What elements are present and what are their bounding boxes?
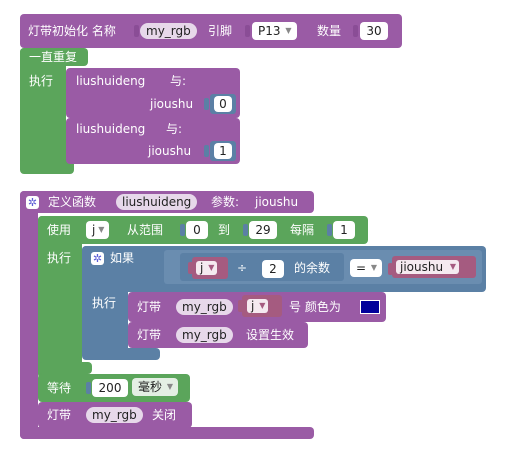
input-tab xyxy=(353,25,358,37)
gear-icon[interactable]: ✲ xyxy=(26,196,39,209)
input-tab xyxy=(327,224,332,236)
from-input[interactable]: 0 xyxy=(186,221,208,239)
function-name-field[interactable]: liushuideng xyxy=(116,194,198,210)
chevron-down-icon: ▼ xyxy=(166,382,174,391)
from-label: 从范围 xyxy=(127,223,164,237)
strip3-label: 灯带 xyxy=(47,408,72,422)
input-tab xyxy=(188,262,193,274)
strip-label: 灯带 xyxy=(137,300,162,314)
strip-init-block[interactable] xyxy=(20,14,402,48)
for-do-label: 执行 xyxy=(47,251,72,265)
forever-label: 一直重复 xyxy=(29,50,78,64)
gear-icon[interactable]: ✲ xyxy=(91,252,104,265)
off-label: 关闭 xyxy=(152,408,177,422)
step-label: 每隔 xyxy=(290,223,315,237)
input-tab xyxy=(238,300,243,312)
input-tab xyxy=(388,263,393,275)
to-label: 到 xyxy=(218,223,231,237)
call-with-label-1: 与: xyxy=(170,74,187,88)
if-arm xyxy=(82,246,128,358)
pin-value: P13 xyxy=(258,24,281,38)
condition-param-dropdown[interactable]: jioushu ▼ xyxy=(394,258,461,276)
call-with-label-2: 与: xyxy=(166,122,183,136)
for-use-label: 使用 xyxy=(47,223,72,237)
pin-dropdown[interactable]: P13 ▼ xyxy=(252,22,297,40)
param-name: jioushu xyxy=(255,195,299,209)
pixel-index-dropdown[interactable]: j▼ xyxy=(245,297,270,315)
call-value-1[interactable]: 0 xyxy=(214,96,232,112)
remainder-variable-value: j xyxy=(200,261,204,275)
strip-name-field-3[interactable]: my_rgb xyxy=(176,327,233,343)
condition-param-value: jioushu xyxy=(400,260,444,274)
for-loop-foot xyxy=(38,362,92,374)
operator-dropdown[interactable]: =▼ xyxy=(350,259,383,277)
forever-do-label: 执行 xyxy=(29,74,54,88)
input-tab xyxy=(245,25,250,37)
define-label: 定义函数 xyxy=(48,195,97,209)
chevron-down-icon: ▼ xyxy=(285,26,292,35)
operator-value: = xyxy=(356,261,367,275)
remainder-label: 的余数 xyxy=(294,261,331,275)
input-tab xyxy=(243,224,248,236)
count-input[interactable]: 30 xyxy=(360,22,388,40)
chevron-down-icon: ▼ xyxy=(370,263,378,272)
count-label: 数量 xyxy=(317,24,342,38)
forever-arm xyxy=(20,48,66,172)
input-tab xyxy=(86,382,91,394)
then-label: 执行 xyxy=(92,296,117,310)
chevron-down-icon: ▼ xyxy=(98,225,105,234)
call-name-1: liushuideng xyxy=(76,74,146,88)
color-label: 号 颜色为 xyxy=(289,300,341,314)
params-label: 参数: xyxy=(211,195,240,209)
wait-unit-dropdown[interactable]: 毫秒▼ xyxy=(132,378,179,396)
wait-label: 等待 xyxy=(47,381,72,395)
wait-unit-value: 毫秒 xyxy=(138,380,163,394)
remainder-variable-dropdown[interactable]: j▼ xyxy=(194,259,219,277)
call-value-2[interactable]: 1 xyxy=(214,143,232,159)
strip2-label: 灯带 xyxy=(137,328,162,342)
call-param-2: jioushu xyxy=(148,144,192,158)
step-input[interactable]: 1 xyxy=(333,221,355,239)
pin-label: 引脚 xyxy=(208,24,233,38)
input-tab xyxy=(158,260,163,272)
input-tab xyxy=(204,98,209,110)
if-label: 如果 xyxy=(110,251,135,265)
strip-init-label: 灯带初始化 名称 xyxy=(28,24,116,38)
strip-name-field-4[interactable]: my_rgb xyxy=(86,407,143,423)
input-tab xyxy=(134,25,139,37)
loop-variable-dropdown[interactable]: j▼ xyxy=(86,221,110,239)
wait-input[interactable]: 200 xyxy=(92,379,128,397)
divisor-input[interactable]: 2 xyxy=(262,260,284,278)
input-tab xyxy=(256,263,261,275)
chevron-down-icon: ▼ xyxy=(259,301,266,310)
color-swatch[interactable] xyxy=(360,300,380,314)
divide-symbol: ÷ xyxy=(237,261,248,275)
input-tab xyxy=(180,224,185,236)
if-foot xyxy=(82,348,160,360)
forever-foot xyxy=(20,160,74,174)
call-param-1: jioushu xyxy=(150,97,194,111)
call-name-2: liushuideng xyxy=(76,122,146,136)
pixel-index-value: j xyxy=(251,299,255,313)
apply-label: 设置生效 xyxy=(246,328,295,342)
chevron-down-icon: ▼ xyxy=(449,262,457,271)
chevron-down-icon: ▼ xyxy=(208,263,215,272)
to-input[interactable]: 29 xyxy=(249,221,277,239)
define-foot xyxy=(20,427,314,439)
strip-name-field-2[interactable]: my_rgb xyxy=(176,299,233,315)
loop-variable-value: j xyxy=(92,223,96,237)
strip-name-field[interactable]: my_rgb xyxy=(140,23,197,39)
for-loop-arm xyxy=(38,216,82,378)
define-arm xyxy=(20,191,38,439)
input-tab xyxy=(204,145,209,157)
